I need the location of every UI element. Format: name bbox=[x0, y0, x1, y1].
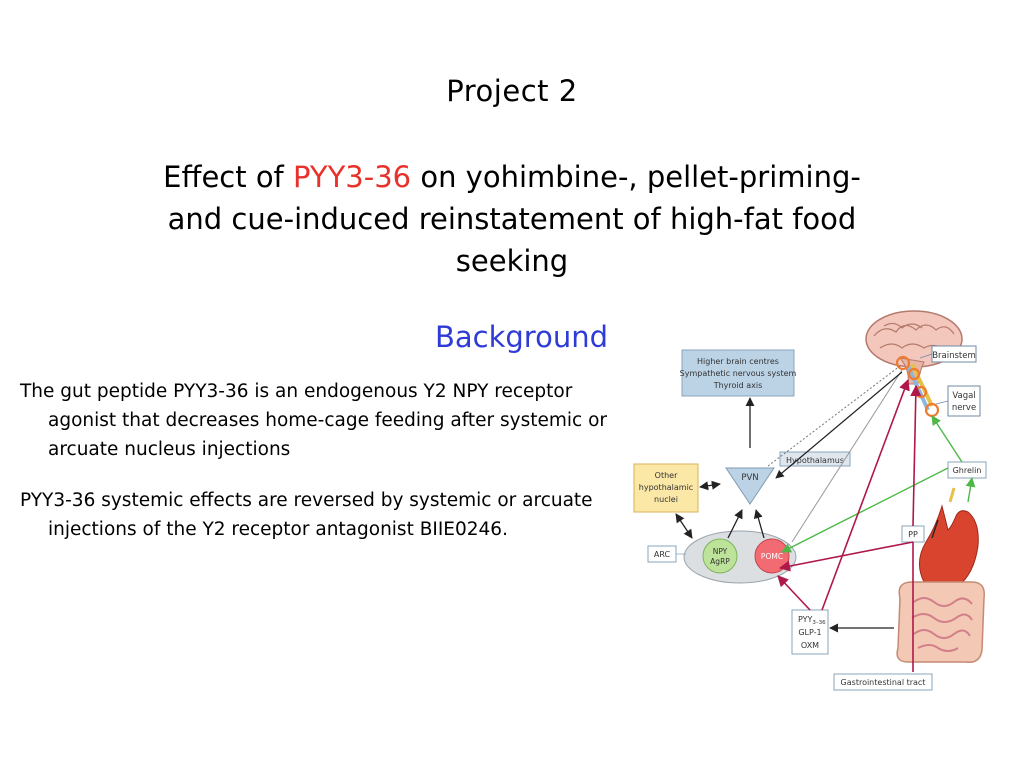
svg-text:Hypothalamus: Hypothalamus bbox=[786, 456, 844, 465]
svg-text:PVN: PVN bbox=[741, 473, 758, 483]
heading-accent-peptide: PYY3-36 bbox=[293, 160, 412, 194]
svg-text:PYY3–36: PYY3–36 bbox=[798, 615, 826, 626]
svg-text:hypothalamic: hypothalamic bbox=[639, 483, 693, 492]
brainstem-label: Brainstem bbox=[931, 345, 977, 363]
intestines-icon bbox=[896, 581, 985, 663]
svg-text:Other: Other bbox=[655, 471, 678, 480]
svg-text:Vagal: Vagal bbox=[952, 391, 975, 401]
hypothalamus-label: Hypothalamus bbox=[779, 451, 851, 467]
other-hypothalamic-nuclei-box: Other hypothalamic nuclei bbox=[633, 463, 699, 513]
svg-text:GLP-1: GLP-1 bbox=[798, 628, 821, 637]
gut-brain-axis-figure: Brainstem Vagal nerve Higher brain centr… bbox=[632, 306, 992, 694]
svg-text:PP: PP bbox=[908, 530, 918, 539]
pyy-glp1-oxm-box: PYY3–36 GLP-1 OXM bbox=[791, 609, 829, 655]
npy-agrp-node: NPY AgRP bbox=[702, 538, 738, 574]
receptor-icon bbox=[895, 355, 911, 371]
connector-arrows bbox=[675, 365, 976, 672]
gastrointestinal-tract-label: Gastrointestinal tract bbox=[833, 673, 933, 691]
slide-heading: Effect of PYY3-36 on yohimbine-, pellet-… bbox=[150, 156, 874, 282]
svg-text:Thyroid axis: Thyroid axis bbox=[713, 381, 763, 390]
svg-text:POMC: POMC bbox=[761, 552, 783, 561]
svg-text:Ghrelin: Ghrelin bbox=[953, 466, 982, 475]
section-label-background: Background bbox=[434, 320, 608, 354]
slide-title: Project 2 bbox=[446, 74, 578, 108]
bullet-item: PYY3-36 systemic effects are reversed by… bbox=[20, 490, 593, 540]
higher-brain-centres-box: Higher brain centres Sympathetic nervous… bbox=[680, 349, 797, 397]
arc-label: ARC bbox=[647, 545, 677, 563]
svg-text:Gastrointestinal tract: Gastrointestinal tract bbox=[841, 678, 926, 687]
pp-label: PP bbox=[901, 525, 925, 543]
bullet-item: The gut peptide PYY3-36 is an endogenous… bbox=[20, 381, 608, 460]
svg-text:Higher brain centres: Higher brain centres bbox=[697, 357, 779, 366]
pvn-node: PVN bbox=[725, 467, 775, 505]
svg-text:Brainstem: Brainstem bbox=[932, 351, 976, 361]
svg-text:Sympathetic nervous system: Sympathetic nervous system bbox=[680, 369, 797, 378]
receptor-icon bbox=[907, 367, 921, 381]
ghrelin-label: Ghrelin bbox=[947, 461, 987, 479]
svg-text:ARC: ARC bbox=[654, 550, 671, 559]
heading-suffix: on yohimbine-, pellet-priming- and cue-i… bbox=[167, 160, 861, 278]
svg-text:nerve: nerve bbox=[952, 403, 976, 413]
stomach-icon bbox=[919, 487, 979, 593]
svg-text:NPY: NPY bbox=[713, 547, 728, 556]
svg-text:OXM: OXM bbox=[801, 641, 819, 650]
svg-text:AgRP: AgRP bbox=[710, 557, 730, 566]
heading-prefix: Effect of bbox=[163, 160, 293, 194]
vagal-nerve-label: Vagal nerve bbox=[947, 385, 981, 417]
svg-text:nuclei: nuclei bbox=[654, 495, 678, 504]
